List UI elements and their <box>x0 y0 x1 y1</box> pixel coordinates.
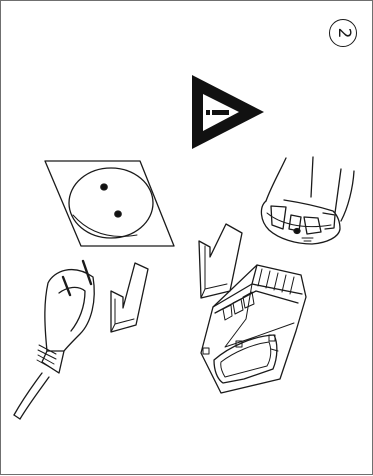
battery-pack-icon <box>201 265 306 393</box>
wall-socket-icon <box>45 161 174 246</box>
check-mark-icon <box>111 263 148 332</box>
warning-triangle-icon <box>192 75 264 149</box>
charger-cradle-icon <box>261 157 354 244</box>
mains-plug-icon <box>14 261 94 419</box>
check-mark-icon <box>199 224 242 298</box>
